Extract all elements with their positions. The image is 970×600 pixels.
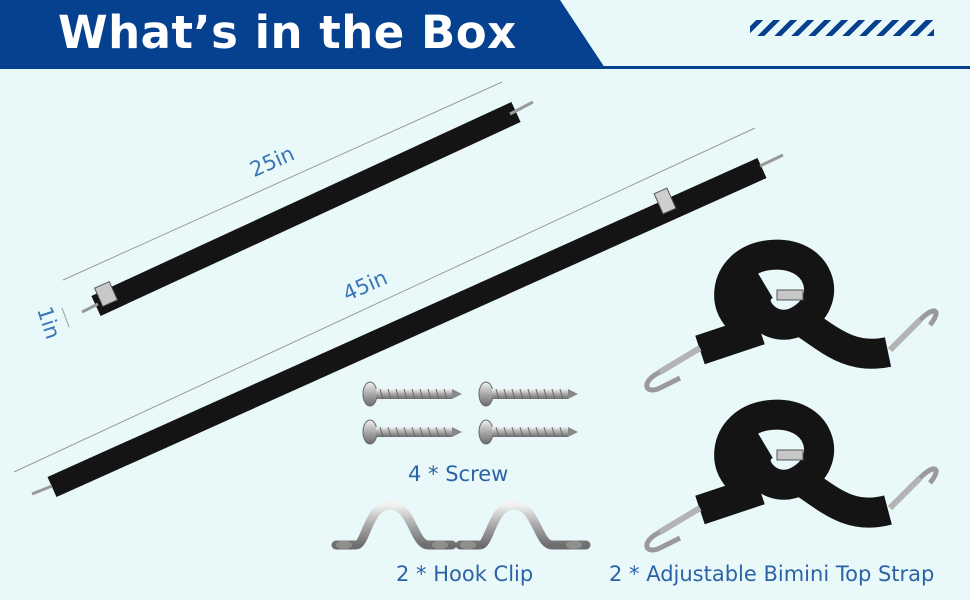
hook-clips xyxy=(331,500,591,550)
screw-caption: 4 * Screw xyxy=(408,462,509,486)
adjustable-strap-1 xyxy=(644,239,939,393)
screw-3 xyxy=(362,419,462,445)
page-title: What’s in the Box xyxy=(58,6,517,59)
adjustable-strap-2 xyxy=(644,399,939,553)
screw-1 xyxy=(362,381,462,407)
screws xyxy=(362,381,578,445)
short-strap xyxy=(81,100,534,316)
short-length-label: 25in xyxy=(246,141,298,182)
strap-caption: 2 * Adjustable Bimini Top Strap xyxy=(609,562,935,586)
short-strap-dimension: 25in xyxy=(62,81,503,281)
hook-clip-caption: 2 * Hook Clip xyxy=(396,562,534,586)
long-strap xyxy=(31,153,784,498)
header-divider xyxy=(0,66,970,69)
long-length-label: 45in xyxy=(339,265,391,306)
width-dimension: 1in xyxy=(32,304,70,342)
width-label: 1in xyxy=(32,304,65,342)
screw-2 xyxy=(478,381,578,407)
screw-4 xyxy=(478,419,578,445)
header-banner xyxy=(0,0,605,68)
decorative-stripes xyxy=(750,20,934,36)
